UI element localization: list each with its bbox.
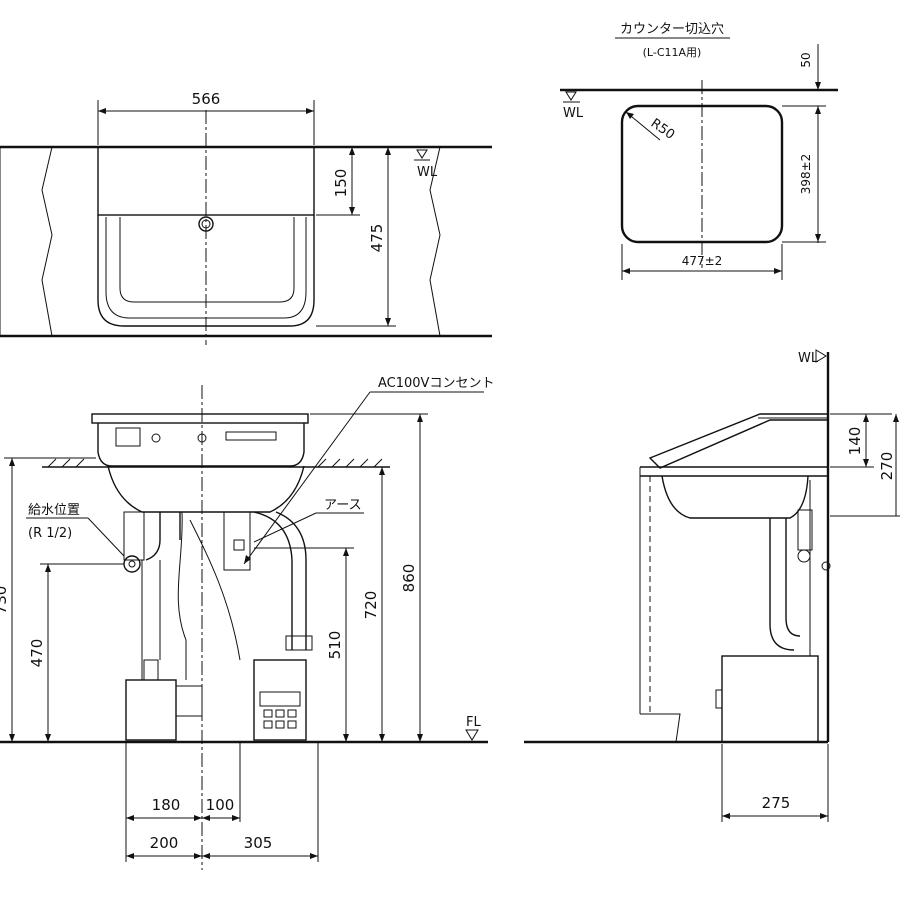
counter-hatch — [47, 458, 383, 468]
dim-180: 180 — [152, 796, 181, 814]
supply-size-label: (R 1/2) — [28, 526, 72, 541]
top-view: 566 150 475 WL — [0, 90, 492, 345]
dim-477: 477±2 — [682, 254, 723, 268]
dim-305: 305 — [244, 834, 273, 852]
wl-label-top: WL — [417, 165, 438, 180]
dim-470: 470 — [28, 639, 46, 668]
dim-398: 398±2 — [799, 154, 813, 195]
dim-860: 860 — [400, 564, 418, 593]
dim-150: 150 — [332, 169, 350, 198]
dim-510: 510 — [326, 631, 344, 660]
cutout-subtitle: (L-C11A用) — [643, 46, 702, 59]
cutout-title: カウンター切込穴 — [620, 22, 724, 37]
fl-label: FL — [466, 715, 481, 730]
dim-730: 730 — [0, 586, 10, 615]
dim-270: 270 — [878, 452, 896, 481]
cutout-view: カウンター切込穴 (L-C11A用) WL 50 R50 398±2 477±2 — [560, 22, 838, 280]
dim-50: 50 — [799, 52, 813, 67]
dim-200: 200 — [150, 834, 179, 852]
front-view: FL AC100Vコンセント アース 給水位置 (R 1/2) 730 470 … — [0, 376, 494, 870]
control-buttons — [263, 709, 297, 729]
dim-275: 275 — [762, 794, 791, 812]
supply-label: 給水位置 — [28, 503, 80, 518]
radius-label: R50 — [648, 116, 678, 143]
earth-label: アース — [324, 498, 362, 513]
dim-140: 140 — [846, 427, 864, 456]
outlet-label: AC100Vコンセント — [378, 376, 494, 391]
dim-100: 100 — [206, 796, 235, 814]
side-view: WL 140 270 — [524, 349, 900, 822]
wl-label-cutout: WL — [563, 106, 584, 121]
dim-475: 475 — [368, 224, 386, 253]
dim-566: 566 — [192, 90, 221, 108]
dim-720: 720 — [362, 591, 380, 620]
wl-label-side: WL — [798, 351, 819, 366]
